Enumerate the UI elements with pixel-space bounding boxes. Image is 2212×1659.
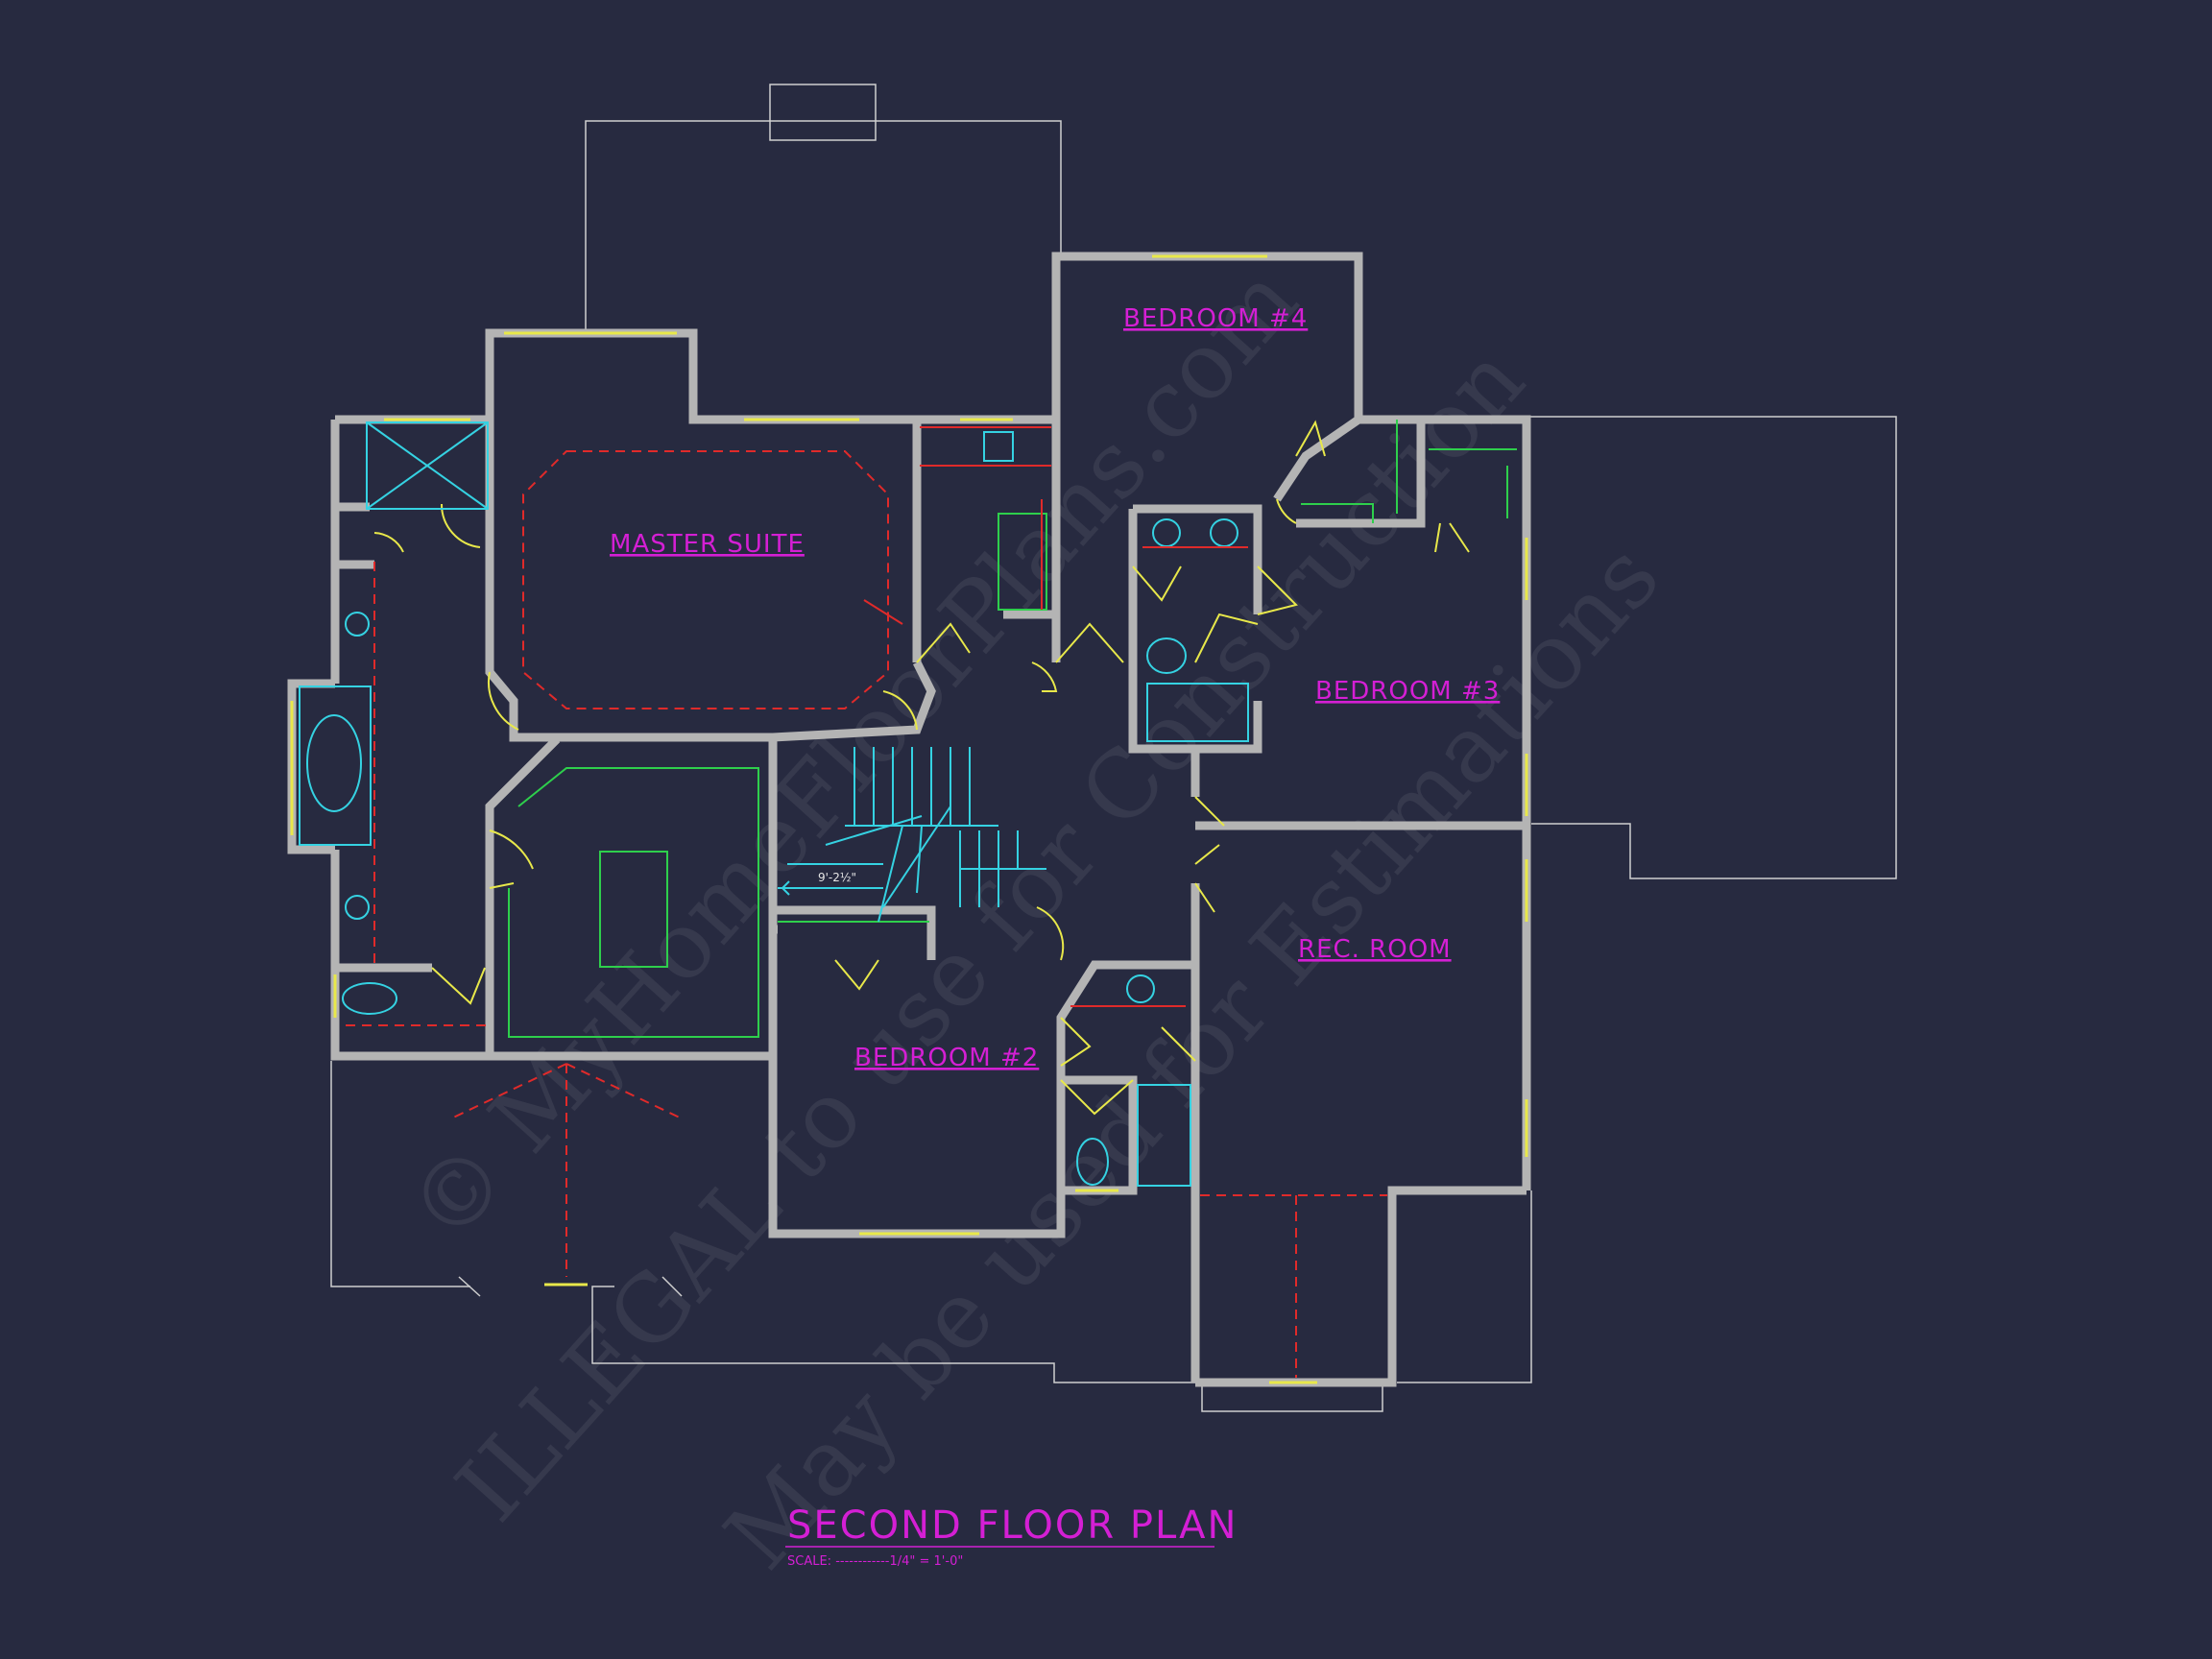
room-labels: MASTER SUITE BEDROOM #4 BEDROOM #3 BEDRO… bbox=[610, 304, 1500, 1072]
label-bedroom-2: BEDROOM #2 bbox=[854, 1044, 1039, 1072]
plan-scale: SCALE: ------------1/4" = 1'-0" bbox=[787, 1554, 963, 1569]
plan-title: SECOND FLOOR PLAN bbox=[787, 1503, 1238, 1548]
windows bbox=[290, 254, 1528, 1384]
stair-dimension: 9'-2½" bbox=[818, 871, 856, 884]
label-bedroom-4: BEDROOM #4 bbox=[1123, 304, 1308, 333]
label-bedroom-3: BEDROOM #3 bbox=[1315, 677, 1500, 706]
ceiling-lines bbox=[346, 426, 1387, 1378]
roof-outlines bbox=[330, 84, 1897, 1412]
label-rec-room: REC. ROOM bbox=[1298, 935, 1452, 964]
cabinets bbox=[508, 420, 1517, 1038]
label-master-suite: MASTER SUITE bbox=[610, 530, 805, 559]
watermark: © MyHomeFloorPlans.com ILLEGAL to use fo… bbox=[388, 247, 1680, 1590]
title-block: SECOND FLOOR PLAN SCALE: ------------1/4… bbox=[785, 1503, 1238, 1569]
doors bbox=[373, 420, 1470, 1116]
stairs: 9'-2½" bbox=[778, 747, 1046, 923]
